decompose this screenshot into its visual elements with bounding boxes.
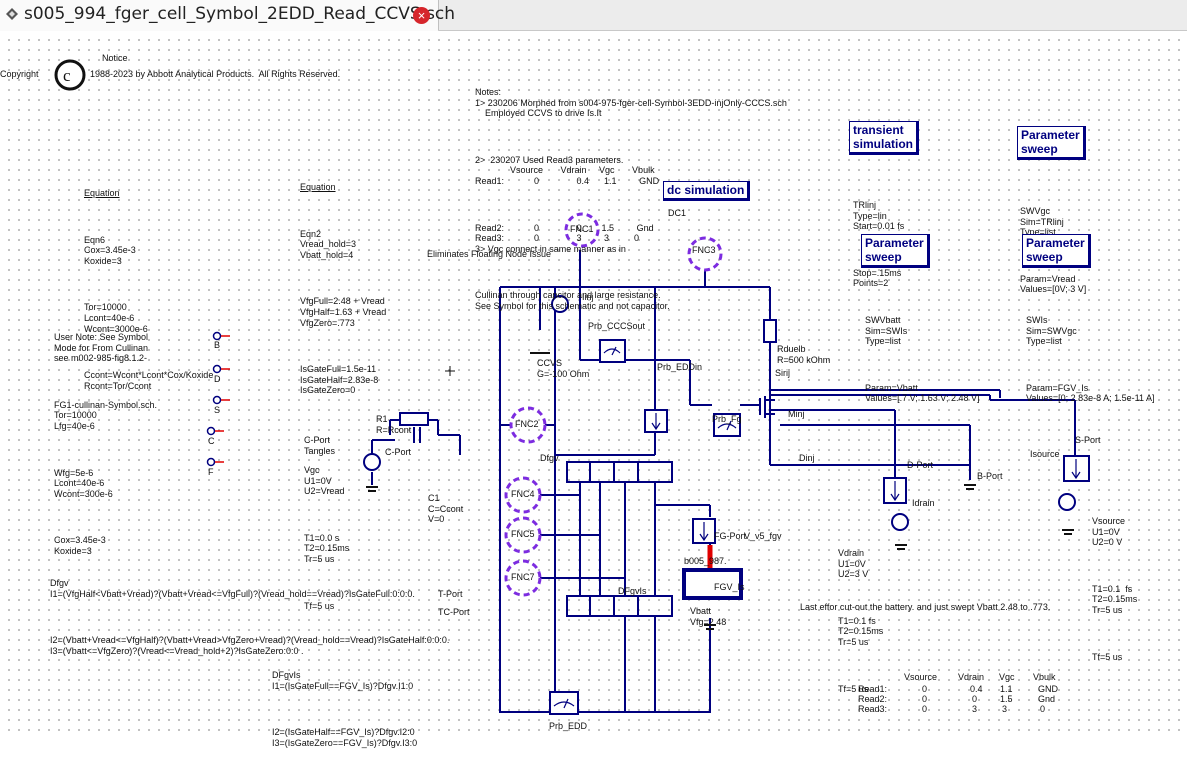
fnc1-label[interactable]: FNC1	[570, 224, 594, 234]
tcport-label: TC-Port	[438, 607, 470, 617]
dc-simulation-box[interactable]: dc simulation	[663, 181, 751, 201]
copyright-label: Copyright	[0, 69, 39, 79]
fnc3-label[interactable]: FNC3	[692, 245, 716, 255]
read-table-row: Read3: 0 3 3 0	[858, 704, 1046, 714]
battery-note: Last effor cut-out the battery. and just…	[800, 602, 1051, 612]
port-s-label: S	[214, 405, 221, 415]
iinj-label: Iinj	[582, 292, 594, 302]
schematic-canvas[interactable]: c Notice Copyright 1988-2023 by Abbott A…	[0, 31, 1187, 748]
port-f-label: F	[208, 467, 214, 477]
minj-label[interactable]: Minj	[788, 409, 805, 419]
port-c-label: C	[208, 436, 215, 446]
fg-port-params[interactable]: FG-Port FGV_Is	[714, 531, 747, 592]
floating-node-note: Eliminates Floating Node Issue	[427, 249, 552, 259]
read-table-header: Vsource Vdrain Vgc Vbulk	[904, 672, 1056, 682]
dport-label: D-Port	[907, 460, 934, 470]
idrain-label: Idrain	[912, 498, 935, 508]
svg-text:c: c	[63, 66, 71, 85]
dfgv-label[interactable]: Dfgv	[540, 453, 559, 463]
schematic-file-icon	[6, 8, 18, 20]
port-d-label: D	[214, 374, 221, 384]
dc-simulation-name: DC1	[668, 208, 687, 218]
probe-eddin-label[interactable]: Prb_EDDin	[657, 362, 703, 372]
read-table-row: Read2: 0 0 1.5 Gnd	[858, 694, 1056, 704]
dfgvis-label[interactable]: DFgvIs	[618, 586, 647, 596]
close-tab-button[interactable]: ×	[413, 7, 430, 24]
isource-label: Isource	[1030, 449, 1060, 459]
notes-block: Notes:1> 230206 Morphed from s004-975-fg…	[475, 87, 787, 311]
tab-bar: s005_994_fger_cell_Symbol_2EDD_Read_CCVS…	[0, 0, 1187, 32]
fnc4-label[interactable]: FNC4	[511, 489, 535, 499]
schematic-wires: c	[54, 59, 1090, 715]
fnc5-label[interactable]: FNC5	[511, 529, 535, 539]
read-table: Vsource Vdrain Vgc Vbulk Read1: 0 0.4 1.…	[858, 672, 1078, 714]
probe-edd-label[interactable]: Prb_EDD	[549, 721, 588, 731]
copyright-text: 1988-2023 by Abbott Analytical Products.…	[90, 69, 341, 79]
dinj-label: Dinj	[799, 453, 815, 463]
port-b-label: B	[214, 340, 221, 350]
fnc7-label[interactable]: FNC7	[511, 572, 535, 582]
tab-title: s005_994_fger_cell_Symbol_2EDD_Read_CCVS…	[24, 4, 456, 24]
tab-schematic[interactable]: s005_994_fger_cell_Symbol_2EDD_Read_CCVS…	[0, 0, 455, 32]
tport-label: T-Port	[438, 589, 463, 599]
cport-label: C-Port	[385, 447, 412, 457]
b005-label: b005_987.	[684, 556, 727, 566]
sport-label: S-Port	[1075, 435, 1101, 445]
fnc2-label[interactable]: FNC2	[515, 419, 539, 429]
read-table-row: Read1: 0 0.4 1.1 GND	[858, 684, 1058, 694]
probe-fg-label[interactable]: Prb_Fg	[712, 414, 742, 424]
sirij-label: Sirij	[775, 368, 790, 378]
notice-label: Notice	[102, 53, 128, 63]
bport-label: B-Port	[977, 471, 1003, 481]
probe-cccsout-label[interactable]: Prb_CCCSout	[588, 321, 646, 331]
net-label-v-v5-fgv: V_v5_fgv	[744, 531, 782, 541]
